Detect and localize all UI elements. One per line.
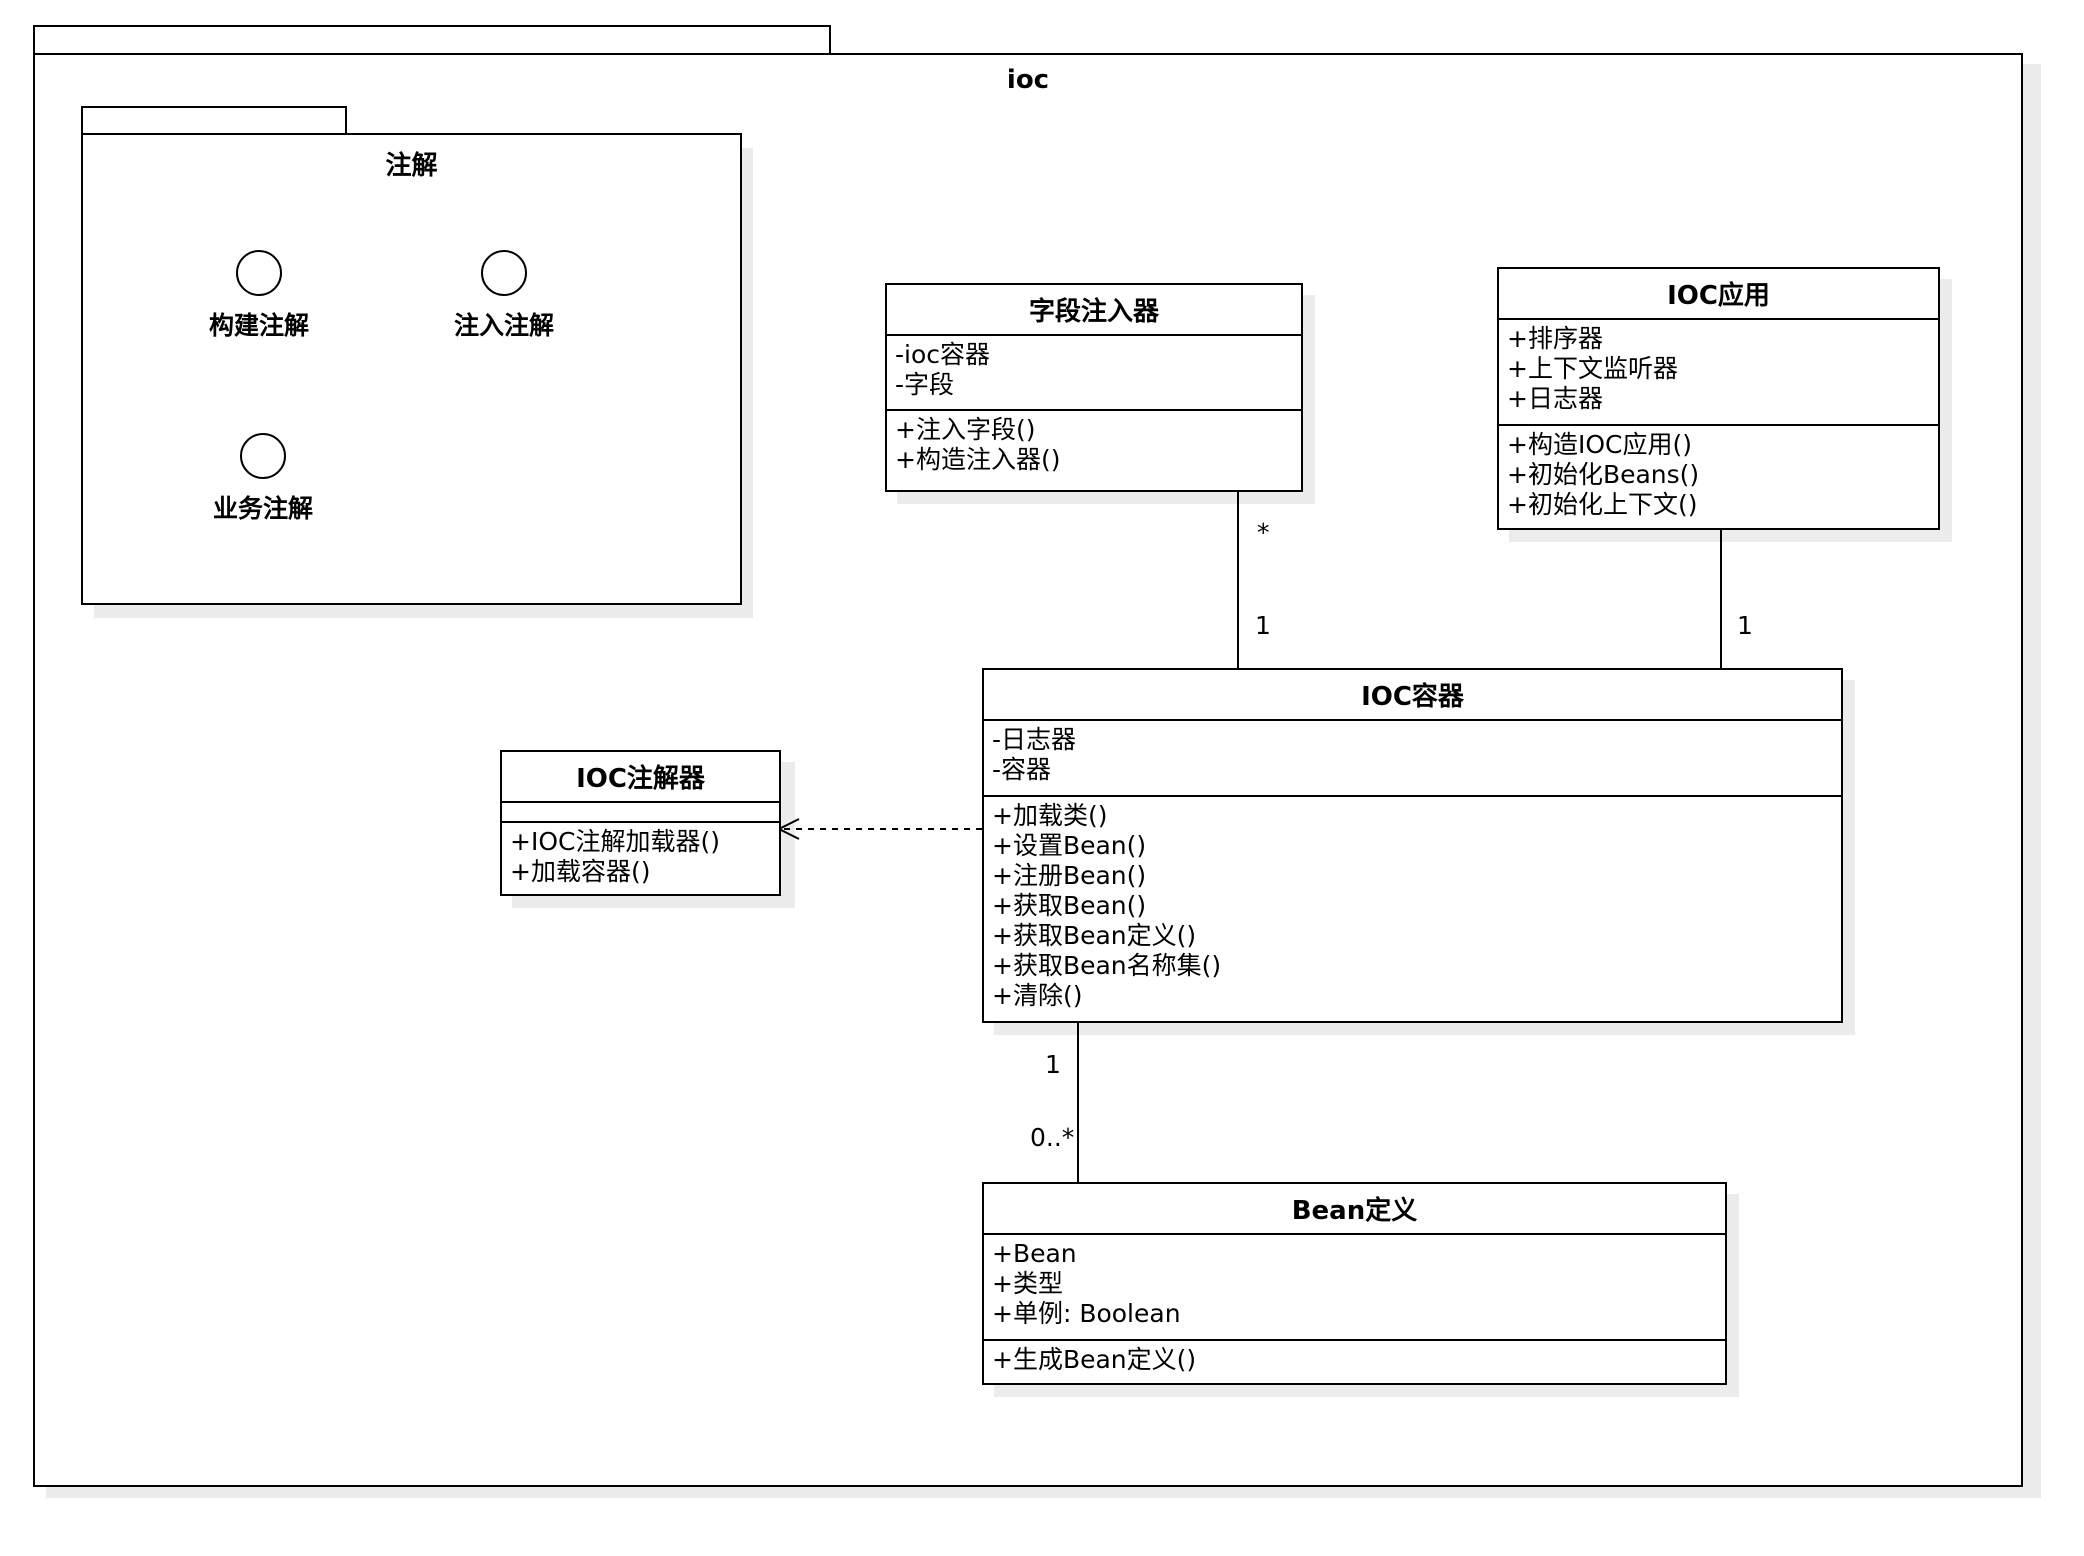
class-operations: +IOC注解加载器() +加载容器() [502,823,779,891]
class-name: 字段注入器 [887,285,1301,336]
interface-circle-icon[interactable] [236,250,282,296]
class-ioc-container[interactable]: IOC容器 -日志器 -容器 +加载类() +设置Bean() +注册Bean(… [982,668,1843,1023]
class-operation: +初始化Beans() [1507,460,1700,489]
multiplicity-label: 1 [1255,611,1271,640]
class-operation: +获取Bean() [992,891,1147,920]
class-operation: +获取Bean名称集() [992,951,1222,980]
class-attribute: +单例: Boolean [992,1299,1181,1328]
class-operation: +加载容器() [510,857,651,886]
multiplicity-label: 1 [1045,1050,1061,1079]
class-attribute: -字段 [895,370,955,399]
class-attributes: +Bean +类型 +单例: Boolean [984,1235,1725,1341]
class-attributes [502,803,779,823]
class-operation: +IOC注解加载器() [510,827,720,856]
class-operation: +清除() [992,981,1083,1010]
class-operations: +构造IOC应用() +初始化Beans() +初始化上下文() [1499,426,1938,524]
class-ioc-annotator[interactable]: IOC注解器 +IOC注解加载器() +加载容器() [500,750,781,896]
multiplicity-label: 0..* [1030,1123,1075,1152]
class-bean-definition[interactable]: Bean定义 +Bean +类型 +单例: Boolean +生成Bean定义(… [982,1182,1727,1385]
multiplicity-label: * [1257,518,1270,547]
class-operation: +构造注入器() [895,445,1061,474]
package-ioc-tab [33,25,831,55]
class-attribute: +排序器 [1507,324,1603,353]
class-operation: +获取Bean定义() [992,921,1197,950]
class-attribute: +日志器 [1507,384,1603,413]
class-operations: +生成Bean定义() [984,1341,1725,1379]
interface-circle-icon[interactable] [240,433,286,479]
class-operation: +加载类() [992,801,1108,830]
class-name: IOC应用 [1499,269,1938,320]
class-operation: +构造IOC应用() [1507,430,1692,459]
class-attribute: +Bean [992,1239,1077,1268]
class-attribute: -日志器 [992,725,1077,754]
class-operation: +生成Bean定义() [992,1345,1197,1374]
interface-circle-icon[interactable] [481,250,527,296]
class-ioc-application[interactable]: IOC应用 +排序器 +上下文监听器 +日志器 +构造IOC应用() +初始化B… [1497,267,1940,530]
class-attribute: -容器 [992,755,1052,784]
class-attributes: -ioc容器 -字段 [887,336,1301,411]
class-attribute: -ioc容器 [895,340,991,369]
class-field-injector[interactable]: 字段注入器 -ioc容器 -字段 +注入字段() +构造注入器() [885,283,1303,492]
package-ioc-title: ioc [1006,65,1050,95]
package-annotation-title: 注解 [385,151,438,181]
class-operation: +注入字段() [895,415,1036,444]
class-operations: +加载类() +设置Bean() +注册Bean() +获取Bean() +获取… [984,797,1841,1015]
class-name: Bean定义 [984,1184,1725,1235]
class-attributes: -日志器 -容器 [984,721,1841,797]
class-name: IOC容器 [984,670,1841,721]
class-operation: +初始化上下文() [1507,490,1698,519]
interface-label-inject: 注入注解 [453,311,555,340]
interface-label-build: 构建注解 [208,311,310,340]
class-operation: +设置Bean() [992,831,1147,860]
package-annotation[interactable]: 注解 [81,133,742,605]
class-attribute: +类型 [992,1269,1063,1298]
multiplicity-label: 1 [1737,611,1753,640]
class-operation: +注册Bean() [992,861,1147,890]
class-name: IOC注解器 [502,752,779,803]
class-attributes: +排序器 +上下文监听器 +日志器 [1499,320,1938,426]
class-attribute: +上下文监听器 [1507,354,1678,383]
interface-label-business: 业务注解 [212,494,314,523]
class-operations: +注入字段() +构造注入器() [887,411,1301,479]
